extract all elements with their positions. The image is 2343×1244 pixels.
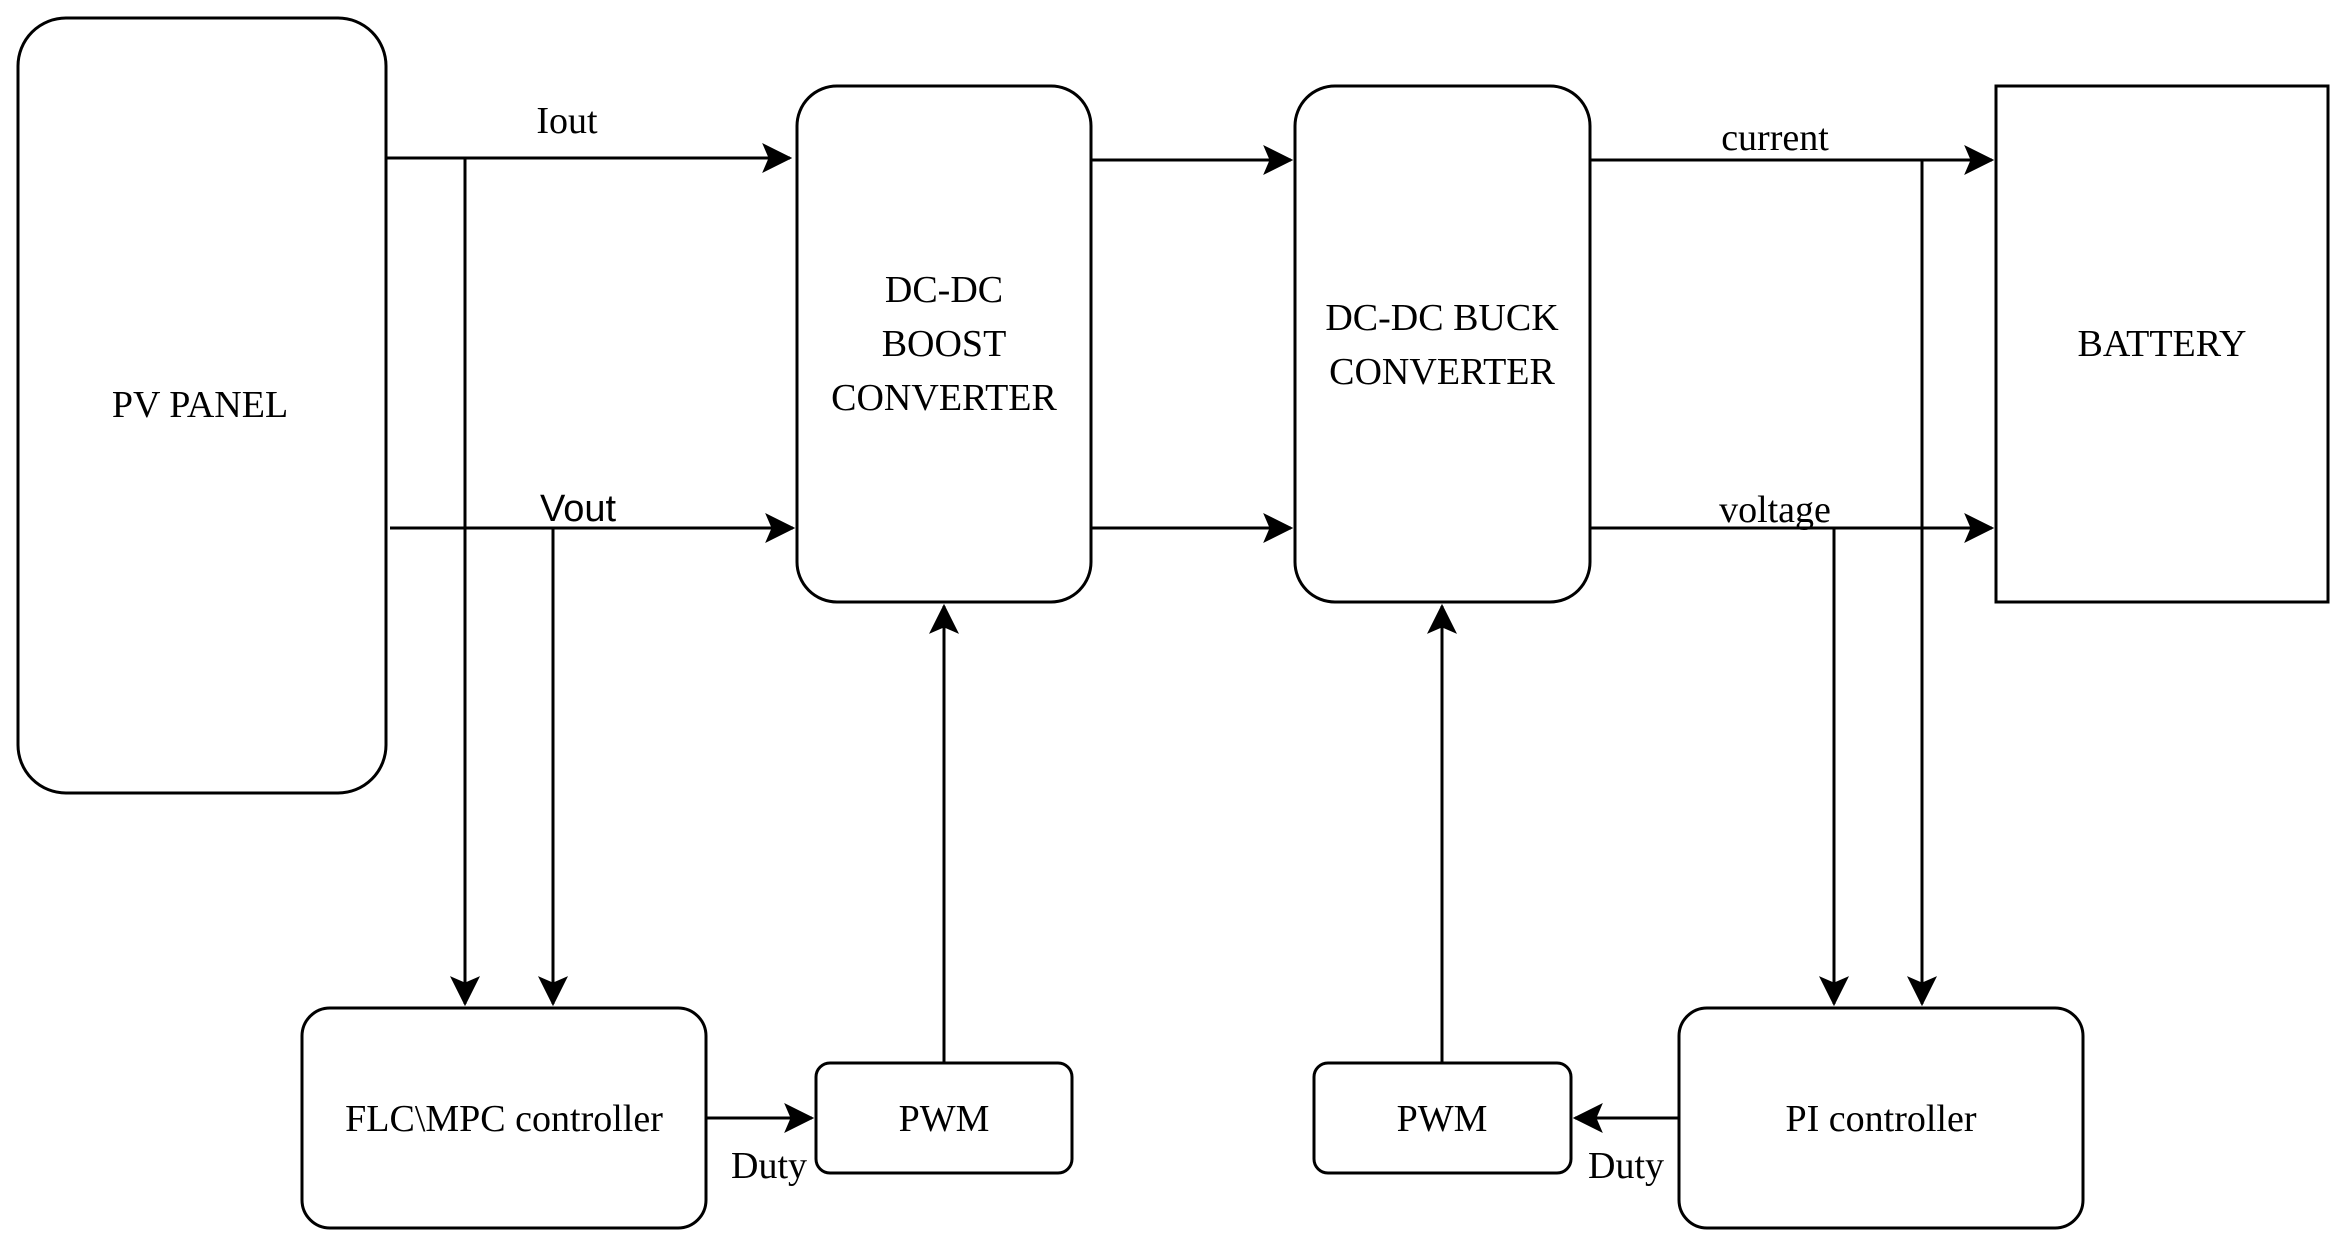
duty-right-label: Duty xyxy=(1588,1145,1664,1187)
buck-converter-block xyxy=(1293,84,1592,604)
battery-label: BATTERY xyxy=(2078,323,2247,365)
vout-label: Vout xyxy=(540,488,617,530)
pv-panel-label: PV PANEL xyxy=(112,384,288,426)
pwm-left-label: PWM xyxy=(899,1098,990,1140)
pwm-right-label: PWM xyxy=(1397,1098,1488,1140)
boost-label-line-1: DC-DC xyxy=(885,269,1003,311)
boost-label-line-2: BOOST xyxy=(882,323,1007,365)
boost-label-line-3: CONVERTER xyxy=(831,377,1057,419)
pi-controller-label: PI controller xyxy=(1785,1098,1976,1140)
current-label: current xyxy=(1721,117,1829,159)
boost-converter-block xyxy=(795,84,1093,604)
buck-label-line-1: DC-DC BUCK xyxy=(1325,297,1559,339)
voltage-label: voltage xyxy=(1719,489,1831,531)
pv-panel-block xyxy=(16,16,388,795)
battery-block xyxy=(1994,84,2330,604)
mppt-controller-label: FLC\MPC controller xyxy=(345,1098,663,1140)
buck-label-line-2: CONVERTER xyxy=(1329,351,1555,393)
duty-left-label: Duty xyxy=(731,1145,807,1187)
iout-label: Iout xyxy=(536,100,598,142)
